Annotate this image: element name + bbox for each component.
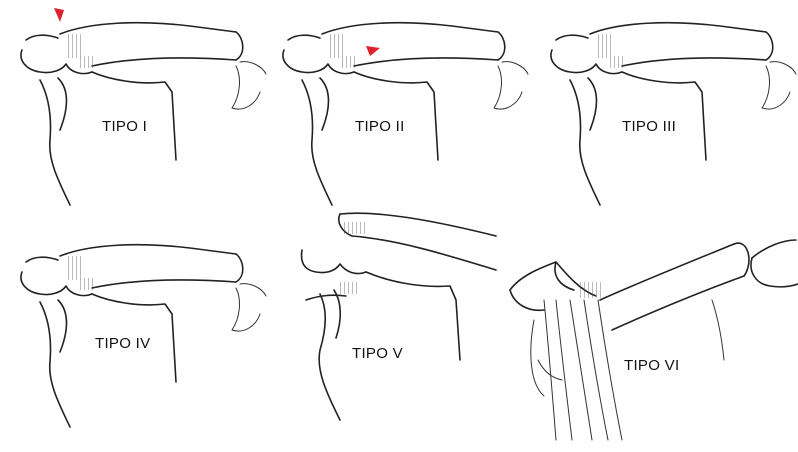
- panel-tipo-1-illustration: [21, 8, 266, 205]
- panel-label-tipo-1: TIPO I: [102, 118, 147, 135]
- red-arrow-icon: [54, 8, 64, 22]
- panel-label-tipo-3: TIPO III: [622, 118, 676, 135]
- panel-tipo-6-illustration: [510, 240, 798, 440]
- panel-label-tipo-5: TIPO V: [352, 345, 403, 362]
- panel-label-tipo-4: TIPO IV: [95, 335, 150, 352]
- panel-tipo-3-illustration: [551, 23, 796, 205]
- panel-label-tipo-6: TIPO VI: [624, 357, 679, 374]
- panel-label-tipo-2: TIPO II: [355, 118, 405, 135]
- panel-tipo-5-illustration: [302, 213, 496, 420]
- red-arrow-icon: [366, 46, 380, 56]
- panel-tipo-2-illustration: [283, 23, 528, 205]
